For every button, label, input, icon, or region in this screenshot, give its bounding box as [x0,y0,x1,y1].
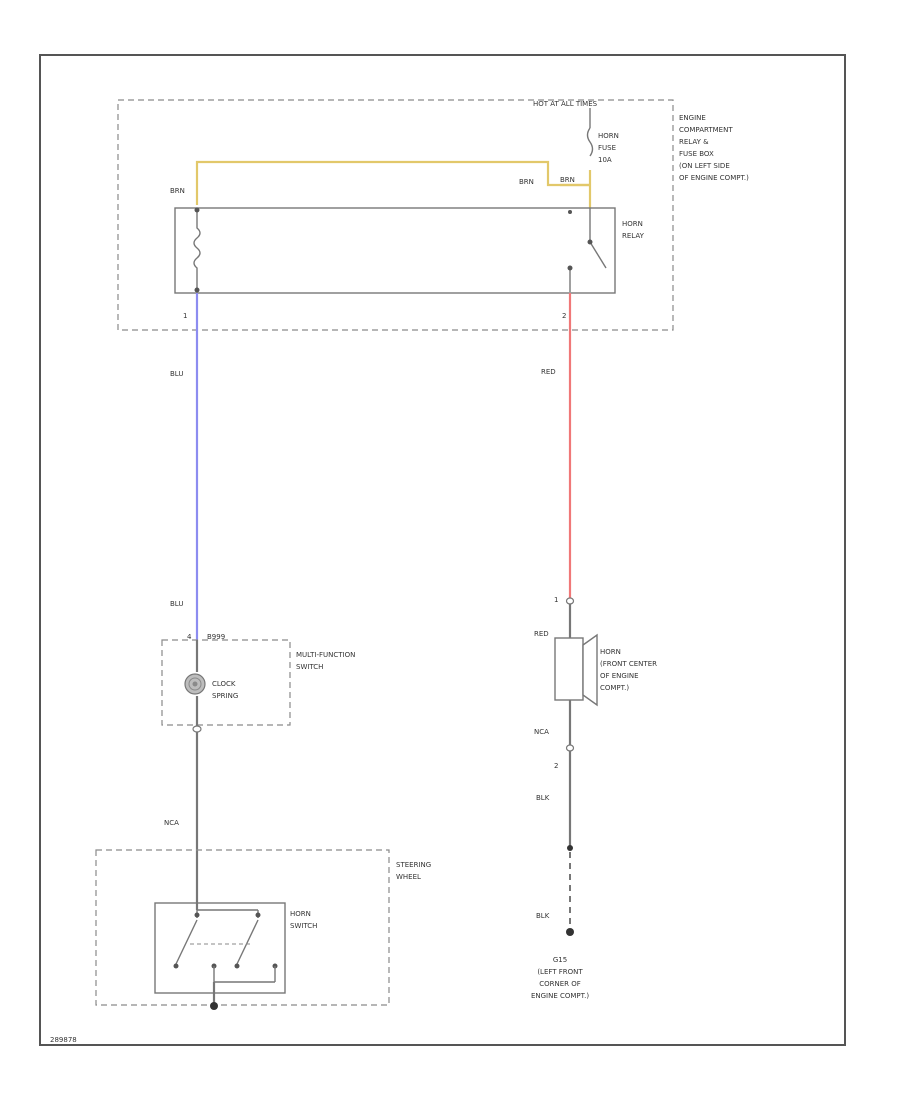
svg-text:HORN: HORN [600,648,621,656]
horn-pin-1: 1 [554,596,558,604]
diagram-frame [39,54,846,1046]
wire-label-nca-left: NCA [164,819,179,827]
svg-text:MULTI-FUNCTION: MULTI-FUNCTION [296,651,355,659]
multifunction-switch-outline [161,639,291,726]
connector-icon [565,597,575,605]
svg-text:SWITCH: SWITCH [290,922,317,930]
horn-relay-box [174,207,616,294]
pin-label-2: 2 [562,312,566,320]
svg-text:G15: G15 [553,956,567,964]
ground-g15-label: G15 (LEFT FRONT CORNER OF ENGINE COMPT.) [531,956,589,1000]
ground-icon-g15 [566,928,574,936]
wire-label-red: RED [541,368,556,376]
steering-wheel-label: STEERING WHEEL [396,861,431,881]
wire-label-brn-right2: BRN [560,176,575,184]
horn-fuse-label: HORN FUSE 10A [598,132,619,164]
svg-text:HORN: HORN [290,910,311,918]
wire-label-nca-right: NCA [534,728,549,736]
pin-label-1: 1 [183,312,187,320]
fuse-box-label: ENGINE COMPARTMENT RELAY & FUSE BOX (ON … [679,114,749,182]
horn-switch-box [154,902,286,994]
svg-text:WHEEL: WHEEL [396,873,421,881]
connector-pin-4: 4 [187,633,192,641]
horn-switch-label: HORN SWITCH [290,910,317,930]
relay-terminal [194,287,200,293]
wire-label-brn-right: BRN [519,178,534,186]
svg-text:ENGINE: ENGINE [679,114,706,122]
wire-label-blk-2: BLK [536,912,550,920]
svg-text:(ON LEFT SIDE: (ON LEFT SIDE [679,162,730,170]
ground-icon-steering [210,1002,218,1010]
horn-pin-2: 2 [554,762,558,770]
steering-wheel-outline [95,849,390,1006]
svg-text:ENGINE COMPT.): ENGINE COMPT.) [531,992,589,1000]
svg-text:FUSE: FUSE [598,144,616,152]
svg-text:(LEFT FRONT: (LEFT FRONT [537,968,583,976]
fuse-box-outline [117,99,674,331]
svg-text:OF ENGINE COMPT.): OF ENGINE COMPT.) [679,174,749,182]
multifunction-switch-label: MULTI-FUNCTION SWITCH [296,651,355,671]
svg-text:FUSE BOX: FUSE BOX [679,150,714,158]
connector-icon [192,725,202,733]
svg-text:CLOCK: CLOCK [212,680,236,688]
horn-fuse-icon [586,127,594,157]
wire-label-blk-1: BLK [536,794,550,802]
clock-spring-icon [184,673,206,695]
relay-terminal [194,207,200,213]
splice-icon [567,845,573,851]
relay-coil-icon [193,210,201,292]
svg-text:SPRING: SPRING [212,692,238,700]
diagram-code: 289878 [50,1036,77,1044]
connector-icon [565,744,575,752]
connector-label-b999: B999 [207,633,225,641]
relay-terminal [567,265,573,271]
wire-label-blu-bottom: BLU [170,600,183,608]
relay-terminal [587,239,593,245]
relay-terminal [568,210,572,214]
wire-label-red-horn: RED [534,630,549,638]
horn-switch-contacts-icon [173,909,278,983]
svg-text:HORN: HORN [598,132,619,140]
clock-spring-label: CLOCK SPRING [212,680,238,700]
svg-text:10A: 10A [598,156,612,164]
svg-text:RELAY: RELAY [622,232,645,240]
wire-label-brn-left: BRN [170,187,185,195]
horn-icon [554,633,598,707]
svg-text:CORNER OF: CORNER OF [539,980,581,988]
svg-text:COMPARTMENT: COMPARTMENT [679,126,733,134]
svg-text:OF ENGINE: OF ENGINE [600,672,639,680]
svg-text:(FRONT CENTER: (FRONT CENTER [600,660,657,668]
wire-label-blu-top: BLU [170,370,183,378]
svg-text:HORN: HORN [622,220,643,228]
relay-contact-arm-icon [589,241,607,269]
horn-label: HORN (FRONT CENTER OF ENGINE COMPT.) [600,648,657,692]
horn-relay-label: HORN RELAY [622,220,645,240]
svg-text:RELAY &: RELAY & [679,138,709,146]
svg-text:SWITCH: SWITCH [296,663,323,671]
svg-text:STEERING: STEERING [396,861,431,869]
svg-text:COMPT.): COMPT.) [600,684,629,692]
fuse-box-header: HOT AT ALL TIMES [533,100,598,108]
